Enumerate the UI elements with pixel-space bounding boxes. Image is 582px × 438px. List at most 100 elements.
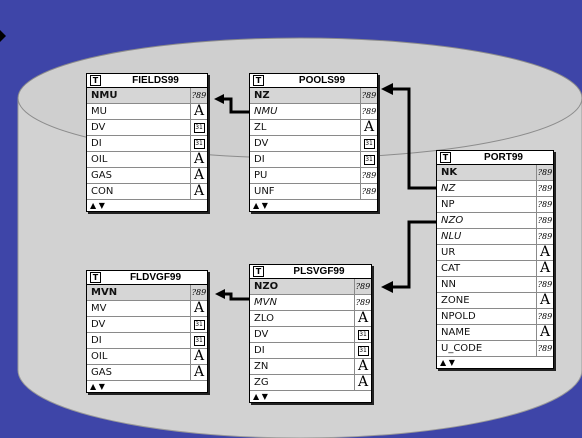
table-icon: T	[90, 272, 101, 283]
primary-key-field: NZO	[250, 279, 355, 294]
field-row[interactable]: MVN?89	[87, 285, 207, 301]
field-name: NAME	[437, 325, 537, 340]
number-type-icon: ?89	[361, 171, 377, 180]
number-type-icon: ?89	[191, 288, 207, 297]
date-type-icon: 31	[191, 317, 207, 332]
field-name: DI	[250, 343, 355, 358]
scroll-arrows-icon[interactable]: ▲ ▼	[437, 357, 553, 368]
primary-key-field: NK	[437, 165, 537, 180]
text-type-icon: A	[193, 348, 205, 364]
field-row[interactable]: NK?89	[437, 165, 553, 181]
table-icon: T	[90, 75, 101, 86]
field-row[interactable]: NZO?89	[250, 279, 371, 295]
field-row[interactable]: NMU?89	[87, 88, 207, 104]
table-icon: T	[253, 75, 264, 86]
field-row[interactable]: UNF?89	[250, 184, 377, 200]
number-type-icon: ?89	[537, 232, 553, 241]
field-name: DV	[87, 317, 191, 332]
relationship-lines	[219, 87, 436, 301]
field-name: U_CODE	[437, 341, 537, 356]
field-name: NMU	[250, 104, 361, 119]
scroll-arrows-icon[interactable]: ▲ ▼	[87, 381, 207, 392]
field-row[interactable]: NZ?89	[437, 181, 553, 197]
field-row[interactable]: PU?89	[250, 168, 377, 184]
scroll-arrows-icon[interactable]: ▲ ▼	[87, 200, 207, 211]
number-type-icon: ?89	[537, 216, 553, 225]
field-name: PU	[250, 168, 361, 183]
field-row[interactable]: MVN?89	[250, 295, 371, 311]
scroll-arrows-icon[interactable]: ▲ ▼	[250, 391, 371, 402]
field-name: NN	[437, 277, 537, 292]
text-type-icon: A	[193, 300, 205, 316]
table-title: FIELDS99	[132, 75, 179, 86]
text-type-icon: A	[193, 103, 205, 119]
field-row[interactable]: NZ?89	[250, 88, 377, 104]
calendar-icon: 31	[193, 335, 205, 346]
table-icon: T	[253, 266, 264, 277]
table-title: PLSVGF99	[293, 266, 345, 277]
field-row[interactable]: NN?89	[437, 277, 553, 293]
field-name: GAS	[87, 168, 191, 183]
scroll-arrows-icon[interactable]: ▲ ▼	[250, 200, 377, 211]
field-name: NZO	[437, 213, 537, 228]
number-type-icon: ?89	[537, 312, 553, 321]
primary-key-field: NZ	[250, 88, 361, 103]
field-row[interactable]: NZO?89	[437, 213, 553, 229]
field-row[interactable]: NMU?89	[250, 104, 377, 120]
number-type-icon: ?89	[537, 168, 553, 177]
field-name: UNF	[250, 184, 361, 199]
text-type-icon: A	[539, 324, 551, 340]
calendar-icon: 31	[357, 345, 369, 356]
date-type-icon: 31	[191, 333, 207, 348]
field-row[interactable]: NP?89	[437, 197, 553, 213]
field-name: DV	[87, 120, 191, 135]
number-type-icon: ?89	[537, 184, 553, 193]
field-name: CON	[87, 184, 191, 199]
date-type-icon: 31	[361, 136, 377, 151]
field-name: GAS	[87, 365, 191, 380]
number-type-icon: ?89	[361, 187, 377, 196]
text-type-icon: A	[357, 374, 369, 390]
cursor-icon	[0, 30, 6, 42]
field-name: OIL	[87, 152, 191, 167]
calendar-icon: 31	[363, 138, 375, 149]
text-type-icon: A	[539, 260, 551, 276]
field-name: CAT	[437, 261, 537, 276]
field-row[interactable]: U_CODE?89	[437, 341, 553, 357]
calendar-icon: 31	[357, 329, 369, 340]
field-row[interactable]: NPOLD?89	[437, 309, 553, 325]
field-row[interactable]: NLU?89	[437, 229, 553, 245]
field-name: DI	[87, 136, 191, 151]
